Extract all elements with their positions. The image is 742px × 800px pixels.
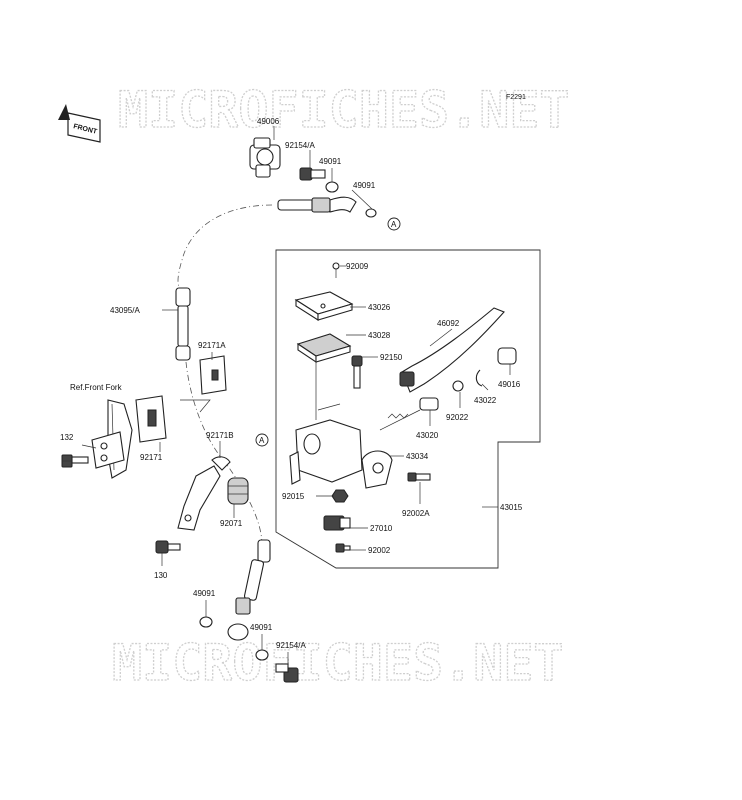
clamp-92171b: [211, 456, 231, 471]
watermark-bottom: MICROFICHES.NET: [112, 634, 564, 692]
circlip-43022: [475, 369, 483, 387]
bolt-92154a-top: [299, 167, 326, 181]
label-ref-front-fork: Ref.Front Fork: [70, 383, 123, 392]
label-92171a: 92171A: [198, 341, 226, 350]
diaphragm-43028: [296, 333, 352, 364]
label-92154a-bot: 92154/A: [276, 641, 306, 650]
label-92171b: 92171B: [206, 431, 234, 440]
label-43095a: 43095/A: [110, 306, 140, 315]
label-92022: 92022: [446, 413, 469, 422]
diagram-code: F2291: [506, 94, 526, 101]
upper-hose-line: [177, 204, 273, 291]
washer-92022: [452, 380, 464, 392]
banjo-fitting-49006: [249, 137, 281, 178]
piston-43020: [379, 397, 439, 431]
label-92154a-top: 92154/A: [285, 141, 315, 150]
screw-92002: [335, 543, 351, 553]
front-arrow-icon: FRONT: [58, 104, 101, 143]
washer-49091-bot2: [255, 649, 269, 661]
part-labels: 49006 92154/A 49091 49091 43095/A 92171A…: [60, 117, 523, 650]
clamp-92171: [135, 395, 167, 443]
label-43020: 43020: [416, 431, 439, 440]
label-46092: 46092: [437, 319, 460, 328]
label-49091-bot2: 49091: [250, 623, 273, 632]
label-27010: 27010: [370, 524, 393, 533]
label-92071: 92071: [220, 519, 243, 528]
label-49091-bot1: 49091: [193, 589, 216, 598]
label-43015: 43015: [500, 503, 523, 512]
switch-27010: [323, 515, 351, 531]
washer-49091-top1: [325, 181, 339, 193]
connector-a-top-label: A: [391, 220, 397, 229]
bolt-92154a-bottom: [275, 663, 299, 683]
assembly-outline: [275, 249, 541, 569]
connector-a-mid-label: A: [259, 436, 265, 445]
washer-49091-bot1: [199, 616, 213, 628]
label-92002: 92002: [368, 546, 391, 555]
fork-bracket: [91, 431, 125, 469]
label-49016: 49016: [498, 380, 521, 389]
hose-end-bottom: [227, 539, 271, 641]
label-43028: 43028: [368, 331, 391, 340]
leader-lines: [62, 126, 511, 666]
label-92002a: 92002A: [402, 509, 430, 518]
connector-a-top: [387, 217, 401, 231]
label-49091-top1: 49091: [319, 157, 342, 166]
clamp-43034: [361, 450, 393, 489]
label-132: 132: [60, 433, 74, 442]
cap-43026: [294, 291, 354, 322]
screw-92009: [332, 262, 340, 278]
hose-end-top: [277, 196, 357, 213]
label-49091-top2: 49091: [353, 181, 376, 190]
nut-92015: [331, 489, 349, 503]
washer-49091-top2: [365, 208, 377, 218]
lower-bracket: [177, 465, 221, 531]
bolt-130: [155, 540, 181, 554]
grommet-92071: [227, 477, 249, 505]
clamp-92171a: [199, 355, 227, 395]
pivot-bolt-92150: [351, 355, 363, 389]
master-cylinder-body-43015: [289, 360, 363, 485]
label-43026: 43026: [368, 303, 391, 312]
label-92015: 92015: [282, 492, 305, 501]
label-130: 130: [154, 571, 168, 580]
lever-cover-49016: [497, 347, 517, 365]
label-92009: 92009: [346, 262, 369, 271]
label-92150: 92150: [380, 353, 403, 362]
label-49006: 49006: [257, 117, 280, 126]
label-43022: 43022: [474, 396, 497, 405]
watermark-top: MICROFICHES.NET: [118, 81, 570, 139]
connector-a-mid: [255, 433, 269, 447]
brake-lever-46092: [399, 307, 505, 393]
label-43034: 43034: [406, 452, 429, 461]
label-92171: 92171: [140, 453, 163, 462]
brake-hose-43095a: [175, 287, 191, 361]
bolt-92002a: [407, 472, 431, 482]
